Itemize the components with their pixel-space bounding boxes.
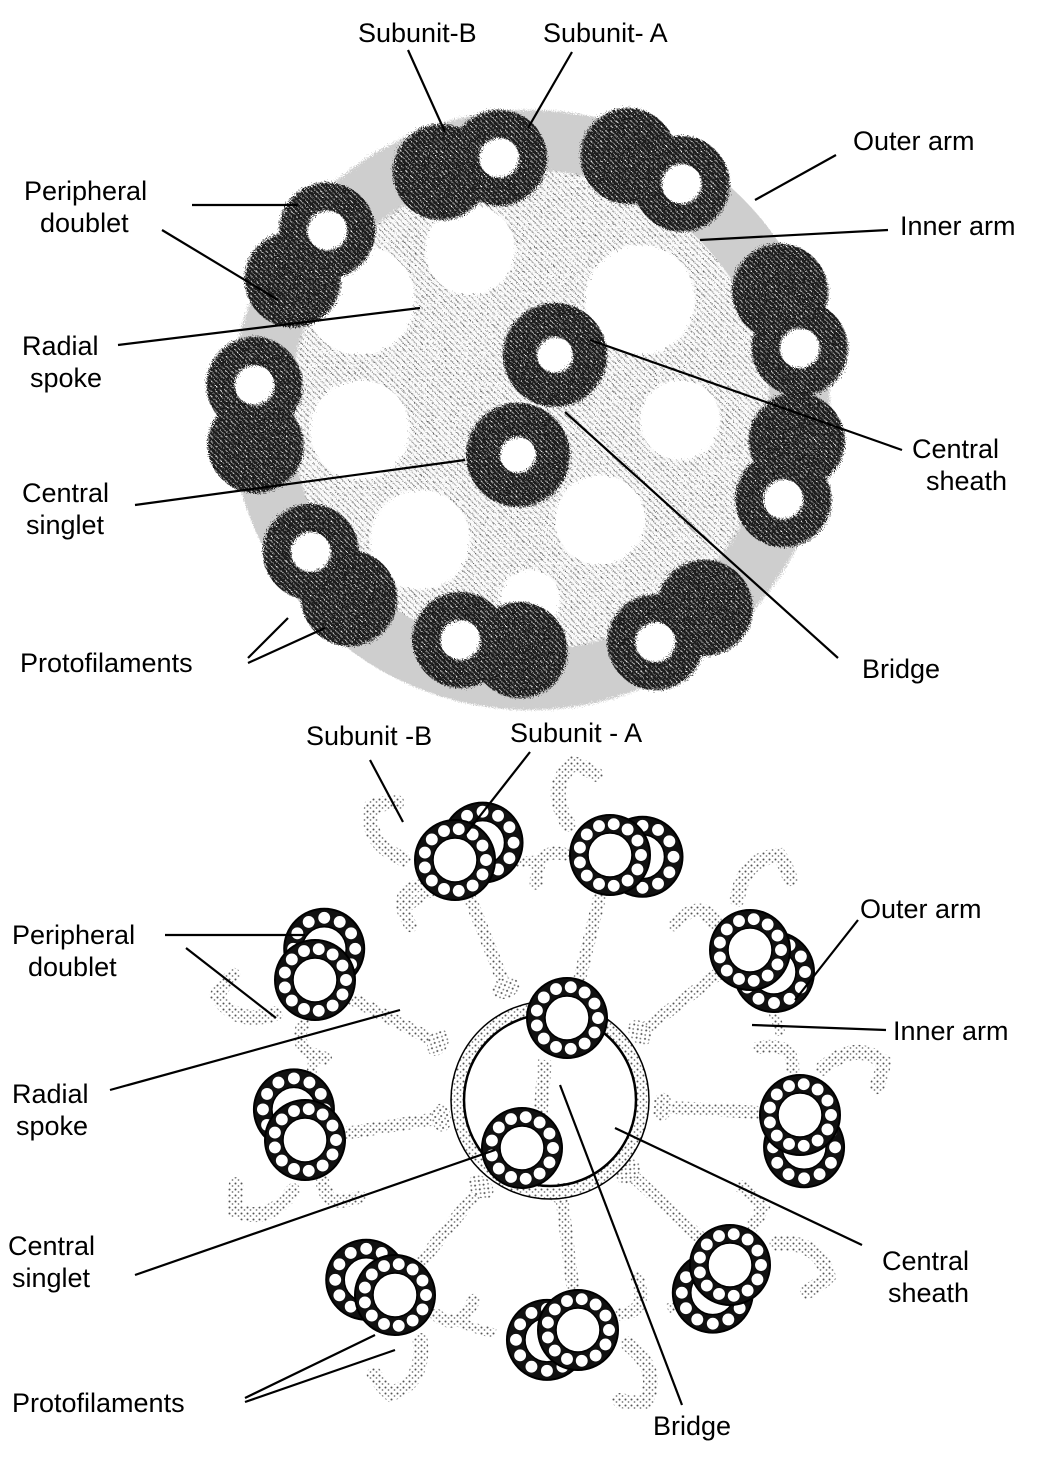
radial-spoke xyxy=(579,894,600,981)
label-central-singlet-line1: Central xyxy=(22,478,109,508)
radial-spoke xyxy=(420,1193,476,1263)
label-subunit-b: Subunit-B xyxy=(358,18,477,48)
inner-arm xyxy=(536,853,564,883)
inner-arm xyxy=(759,1046,793,1069)
subunit-a-tubule xyxy=(415,820,495,900)
schematic-radial-spokes xyxy=(344,894,760,1290)
inner-arm xyxy=(621,1277,640,1314)
radial-spoke xyxy=(351,998,431,1039)
label-bridge: Bridge xyxy=(862,654,940,684)
radial-spoke xyxy=(670,1107,760,1112)
label-central-singlet-line2: singlet xyxy=(12,1263,91,1293)
radial-spoke xyxy=(344,1119,433,1134)
spoke-head xyxy=(429,1102,453,1133)
radial-spoke xyxy=(634,1177,700,1238)
label-peripheral-doublet-line1: Peripheral xyxy=(24,176,147,206)
label-protofilaments: Protofilaments xyxy=(12,1388,185,1418)
outer-arm xyxy=(235,1185,293,1215)
label-central-sheath-line1: Central xyxy=(912,434,999,464)
label-radial-spoke-line2: spoke xyxy=(30,363,102,393)
central-singlet-upper xyxy=(527,978,607,1058)
label-protofilaments: Protofilaments xyxy=(20,648,193,678)
label-radial-spoke-line1: Radial xyxy=(22,331,99,361)
subunit-a-tubule xyxy=(760,1075,840,1155)
micrograph-panel: Subunit-B Subunit- A Outer arm Inner arm… xyxy=(20,18,1016,710)
peripheral-doublet xyxy=(415,803,523,900)
peripheral-doublet xyxy=(673,1225,770,1333)
label-peripheral-doublet-line2: doublet xyxy=(28,952,117,982)
radial-spoke xyxy=(470,897,503,981)
label-subunit-b: Subunit -B xyxy=(306,721,432,751)
subunit-a-tubule xyxy=(355,1255,435,1335)
outer-arm xyxy=(558,763,596,824)
peripheral-doublet xyxy=(760,1075,844,1187)
outer-arm xyxy=(777,1243,828,1291)
subunit-a-tubule xyxy=(710,910,790,990)
peripheral-doublet xyxy=(254,1069,345,1180)
inner-arm xyxy=(675,910,715,925)
label-outer-arm: Outer arm xyxy=(860,894,982,924)
label-subunit-a: Subunit- A xyxy=(543,18,668,48)
label-central-sheath-line1: Central xyxy=(882,1246,969,1276)
subunit-a-tubule xyxy=(570,815,650,895)
label-central-singlet-line2: singlet xyxy=(26,510,105,540)
spoke-head xyxy=(489,974,522,1003)
schematic-bridge xyxy=(540,1060,545,1120)
label-central-singlet-line1: Central xyxy=(8,1231,95,1261)
label-peripheral-doublet-line2: doublet xyxy=(40,208,129,238)
inner-arm xyxy=(436,1300,473,1321)
label-central-sheath-line2: sheath xyxy=(926,466,1007,496)
label-radial-spoke-line1: Radial xyxy=(12,1079,89,1109)
label-inner-arm: Inner arm xyxy=(900,211,1016,241)
label-central-sheath-line2: sheath xyxy=(888,1278,969,1308)
outer-arm xyxy=(620,1344,651,1403)
label-radial-spoke-line2: spoke xyxy=(16,1111,88,1141)
subunit-a-tubule xyxy=(275,940,355,1020)
label-inner-arm: Inner arm xyxy=(893,1016,1009,1046)
label-bridge: Bridge xyxy=(653,1411,731,1441)
schematic-panel: Subunit -B Subunit - A Outer arm Inner a… xyxy=(8,718,1009,1441)
peripheral-doublet xyxy=(507,1290,618,1380)
spoke-head xyxy=(651,1092,673,1121)
label-subunit-a: Subunit - A xyxy=(510,718,642,748)
subunit-a-tubule xyxy=(265,1100,345,1180)
outer-arm xyxy=(823,1052,883,1086)
label-outer-arm: Outer arm xyxy=(853,126,975,156)
peripheral-doublet xyxy=(570,815,683,897)
central-singlet-lower xyxy=(482,1108,562,1188)
inner-arm xyxy=(300,1025,325,1059)
radial-spoke xyxy=(646,974,718,1028)
outer-arm xyxy=(737,856,790,900)
subunit-a-tubule xyxy=(690,1225,770,1305)
peripheral-doublet xyxy=(326,1240,435,1335)
radial-spoke xyxy=(562,1201,573,1290)
outer-arm xyxy=(374,1341,421,1394)
micrograph-doublet xyxy=(206,337,303,493)
subunit-a-tubule xyxy=(538,1290,618,1370)
label-peripheral-doublet-line1: Peripheral xyxy=(12,920,135,950)
